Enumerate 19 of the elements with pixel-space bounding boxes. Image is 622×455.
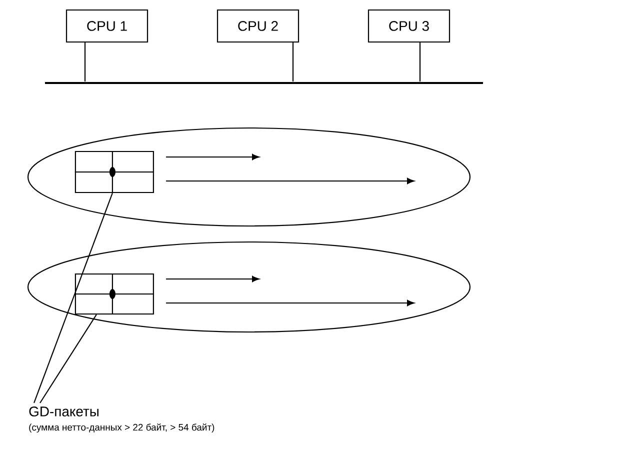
ellipse bbox=[27, 127, 471, 227]
arrow bbox=[166, 178, 414, 184]
ellipse bbox=[27, 241, 471, 333]
connector-line bbox=[84, 42, 86, 82]
connector-line bbox=[419, 42, 421, 82]
leader-line bbox=[34, 192, 113, 404]
cpu-box: CPU 3 bbox=[368, 9, 450, 43]
packet-box bbox=[74, 150, 155, 194]
cpu-box: CPU 2 bbox=[216, 9, 300, 43]
leader-line bbox=[40, 314, 97, 404]
connector-line bbox=[292, 42, 294, 82]
label-text: GD-пакеты bbox=[29, 406, 98, 416]
cpu-box: CPU 1 bbox=[66, 9, 148, 43]
caption-text: (сумма нетто-данных > 22 байт, > 54 байт) bbox=[29, 424, 214, 432]
arrow bbox=[166, 276, 260, 282]
packet-box bbox=[74, 272, 155, 316]
arrow bbox=[166, 154, 260, 160]
bus-line bbox=[45, 82, 483, 84]
arrow bbox=[166, 300, 414, 306]
